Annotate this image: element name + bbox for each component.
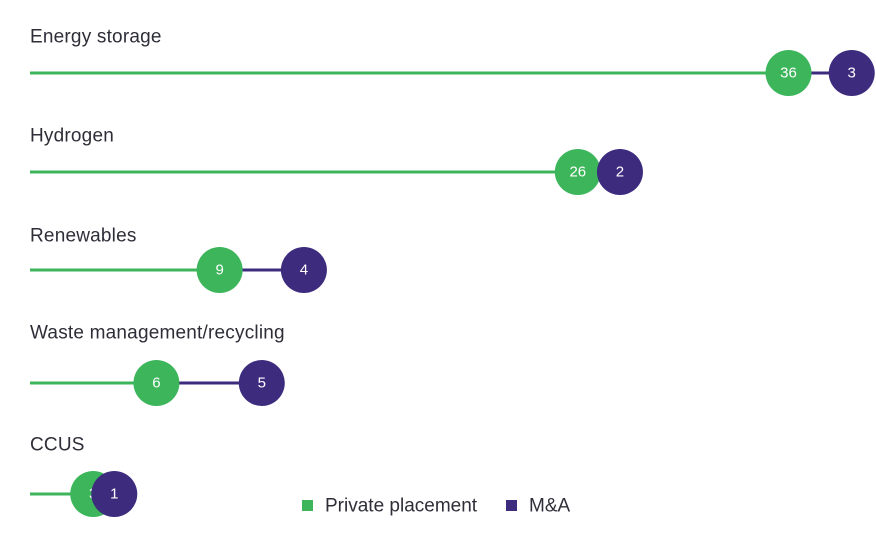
category-label-waste-management-recycling: Waste management/recycling	[30, 323, 285, 344]
ma-value-hydrogen: 2	[616, 164, 624, 181]
ma-bubble-renewables	[280, 247, 327, 293]
ma-value-energy-storage: 3	[848, 65, 856, 82]
ma-value-waste-management-recycling: 5	[258, 375, 266, 392]
private-placement-value-renewables: 9	[215, 262, 223, 279]
private-placement-bubble-renewables	[196, 247, 243, 293]
legend-label-private-placement: Private placement	[325, 496, 478, 517]
category-label-energy-storage: Energy storage	[30, 27, 162, 48]
category-label-ccus: CCUS	[30, 435, 85, 456]
legend-swatch-private-placement	[302, 500, 313, 511]
ma-bubble-hydrogen	[596, 149, 643, 195]
private-placement-bubble-waste-management-recycling	[133, 360, 180, 406]
legend: Private placement M&A	[302, 496, 571, 517]
private-placement-value-waste-management-recycling: 6	[152, 375, 160, 392]
ma-bubble-ccus	[91, 471, 138, 517]
private-placement-bubble-hydrogen	[554, 149, 601, 195]
ma-value-renewables: 4	[300, 262, 308, 279]
private-placement-value-energy-storage: 36	[780, 65, 797, 82]
legend-label-ma: M&A	[529, 496, 571, 517]
category-label-renewables: Renewables	[30, 226, 137, 247]
legend-swatch-ma	[506, 500, 517, 511]
ma-bubble-waste-management-recycling	[238, 360, 285, 406]
ma-bubble-energy-storage	[828, 50, 875, 96]
ma-value-ccus: 1	[110, 486, 118, 503]
category-label-hydrogen: Hydrogen	[30, 126, 114, 147]
private-placement-bubble-energy-storage	[765, 50, 812, 96]
private-placement-value-hydrogen: 26	[569, 164, 586, 181]
